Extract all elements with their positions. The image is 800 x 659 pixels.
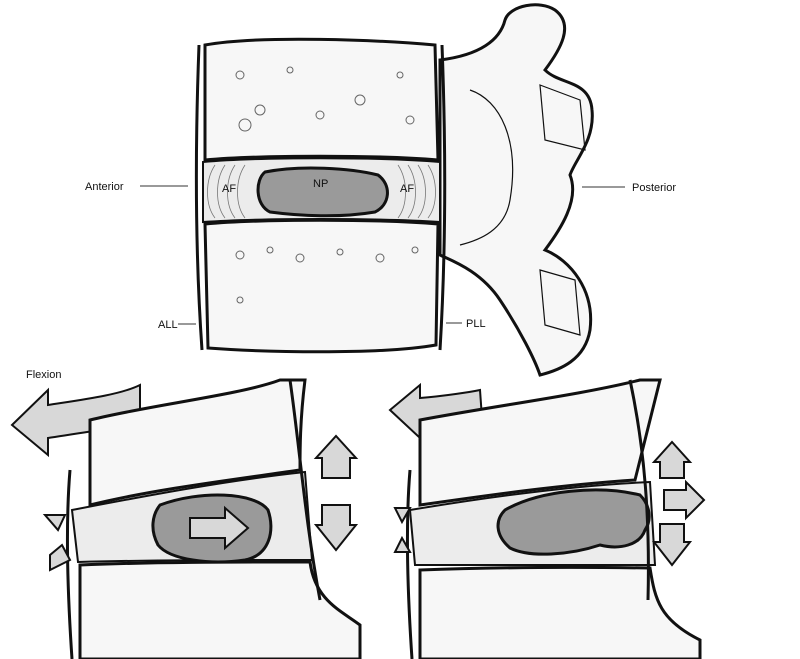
herniation-compress-down-icon [393, 507, 412, 525]
flexion-panel: Flexion [10, 369, 362, 659]
flexion-lower-vertebra [78, 560, 362, 659]
posterior-elements [438, 3, 594, 377]
compress-arrow-down-icon [42, 514, 67, 532]
herniation-upper-vertebra [418, 378, 662, 507]
label-anterior: Anterior [85, 181, 124, 193]
label-flexion: Flexion [26, 369, 61, 381]
facet-bottom [539, 269, 581, 336]
facet-top [539, 84, 586, 151]
nucleus-shift-arrow-icon [189, 505, 250, 551]
herniation-pll [628, 379, 650, 601]
label-af-right: AF [400, 183, 414, 195]
tension-arrow-up-icon [313, 434, 359, 479]
label-posterior: Posterior [632, 182, 676, 194]
flexion-upper-vertebra [88, 378, 307, 507]
compress-arrow-up-icon [49, 543, 72, 572]
cancellous-bone-texture [235, 66, 419, 304]
herniation-lower-vertebra [418, 565, 702, 659]
flexion-pll [288, 379, 322, 601]
label-all: ALL [158, 319, 178, 331]
flexion-arrow-icon [10, 383, 141, 458]
top-panel: Anterior Posterior AF NP AF ALL PLL [85, 3, 676, 377]
posterior-longitudinal-ligament [438, 44, 447, 351]
tension-arrow-down-icon [313, 504, 359, 552]
label-pll: PLL [466, 318, 486, 330]
herniation-panel [388, 378, 706, 659]
anterior-longitudinal-ligament [194, 44, 204, 351]
lower-vertebral-body [203, 218, 440, 354]
flexion-all [65, 469, 74, 659]
label-af-left: AF [222, 183, 236, 195]
herniation-arrow-down-icon [651, 523, 693, 567]
herniation-arrow-right-icon [663, 479, 706, 521]
herniated-nucleus [496, 488, 651, 556]
herniation-compress-up-icon [393, 535, 412, 553]
upper-vertebral-body [203, 37, 440, 162]
label-np: NP [313, 178, 328, 190]
herniation-all [405, 469, 414, 659]
pedicle-outline [459, 89, 514, 246]
nucleus-pulposus [256, 166, 389, 218]
herniation-arrow-up-icon [651, 440, 693, 479]
annulus-rings [207, 164, 436, 219]
